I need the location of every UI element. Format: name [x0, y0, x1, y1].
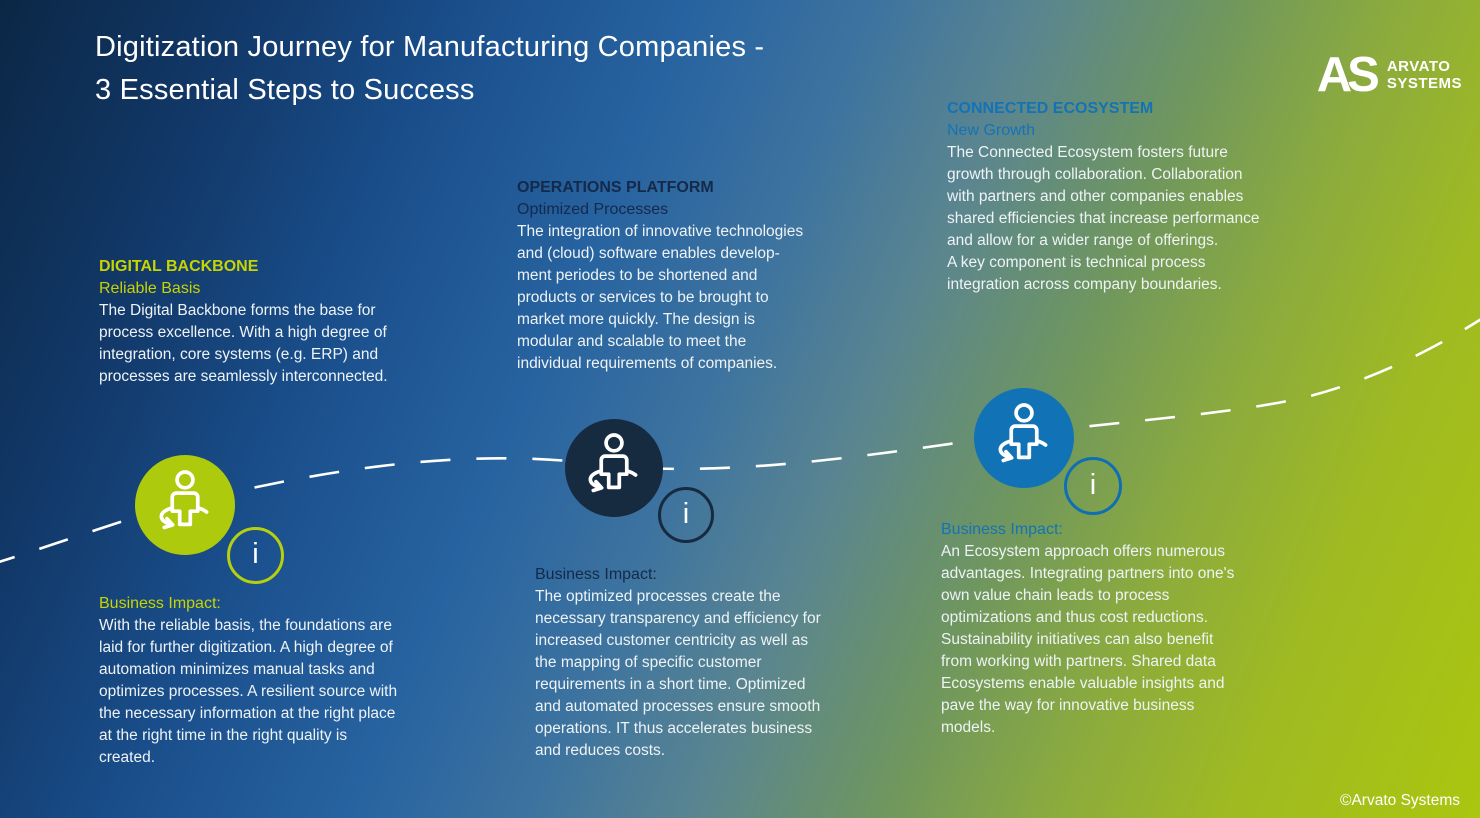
step-heading: DIGITAL BACKBONE — [99, 258, 259, 275]
step-operations-platform-description: OPERATIONS PLATFORM Optimized Processes … — [517, 177, 879, 375]
person-360-rotation-icon — [577, 431, 651, 505]
connected-ecosystem-badge — [974, 388, 1074, 488]
step-subheading: Reliable Basis — [99, 280, 201, 297]
step-description-text: The integration of innovative technologi… — [517, 223, 804, 372]
step-subheading: New Growth — [947, 122, 1036, 139]
step-description-text: The Digital Backbone forms the base for … — [99, 302, 388, 385]
operations-platform-info-button[interactable]: i — [658, 487, 714, 543]
logo-wordmark: ARVATO SYSTEMS — [1386, 58, 1462, 92]
step-connected-ecosystem-impact: Business Impact: An Ecosystem approach o… — [941, 519, 1303, 739]
step-connected-ecosystem-description: CONNECTED ECOSYSTEM New Growth The Conne… — [947, 98, 1309, 296]
digital-backbone-badge — [135, 455, 235, 555]
step-subheading: Optimized Processes — [517, 201, 669, 218]
arvato-systems-logo: AS ARVATO SYSTEMS — [1316, 48, 1462, 102]
person-360-rotation-icon — [148, 468, 222, 542]
step-heading: CONNECTED ECOSYSTEM — [947, 100, 1154, 117]
info-icon: i — [682, 497, 690, 530]
digital-backbone-info-button[interactable]: i — [227, 527, 284, 584]
business-impact-label: Business Impact: — [99, 595, 221, 612]
step-heading: OPERATIONS PLATFORM — [517, 179, 714, 196]
business-impact-text: The optimized processes create the neces… — [535, 588, 821, 759]
business-impact-label: Business Impact: — [941, 521, 1063, 538]
business-impact-label: Business Impact: — [535, 566, 657, 583]
info-icon: i — [252, 538, 259, 570]
operations-platform-badge — [565, 419, 663, 517]
business-impact-text: An Ecosystem approach offers numerous ad… — [941, 543, 1235, 736]
step-digital-backbone-impact: Business Impact: With the reliable basis… — [99, 593, 461, 769]
step-description-text: The Connected Ecosystem fosters future g… — [947, 144, 1260, 293]
info-icon: i — [1089, 468, 1097, 501]
business-impact-text: With the reliable basis, the foundations… — [99, 617, 398, 766]
person-360-rotation-icon — [987, 401, 1061, 475]
connected-ecosystem-info-button[interactable]: i — [1064, 457, 1122, 515]
page-title: Digitization Journey for Manufacturing C… — [95, 31, 765, 106]
logo-monogram: AS — [1316, 48, 1380, 102]
copyright-notice: ©Arvato Systems — [1340, 792, 1460, 809]
step-operations-platform-impact: Business Impact: The optimized processes… — [535, 564, 897, 762]
step-digital-backbone-description: DIGITAL BACKBONE Reliable Basis The Digi… — [99, 256, 461, 388]
